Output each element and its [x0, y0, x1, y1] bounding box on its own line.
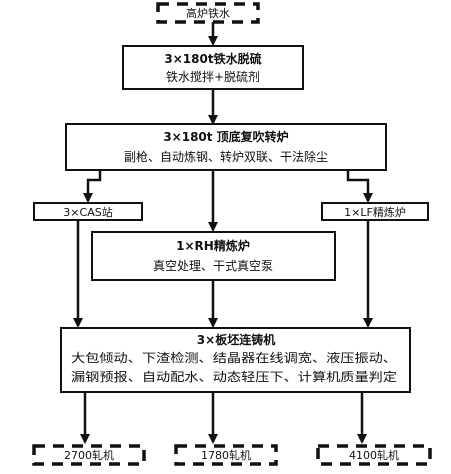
- connectors: [73, 22, 373, 444]
- mill-4100-label: 4100轧机: [349, 448, 399, 462]
- mill-1780-box: [174, 444, 278, 466]
- node-caster: 3×板坯连铸机 大包倾动、下渣检测、结晶器在线调宽、液压振动、 漏钢预报、自动配…: [60, 327, 411, 393]
- caster-title: 3×板坯连铸机: [197, 332, 275, 347]
- desulfurization-detail: 铁水搅拌+脱硫剂: [166, 69, 260, 84]
- blast-furnace-box: [156, 2, 260, 24]
- lf-box: [321, 202, 429, 221]
- node-cas: 3×CAS站: [33, 202, 143, 221]
- node-mill-4100: 4100轧机: [316, 444, 432, 466]
- caster-box: [60, 327, 411, 393]
- desulfurization-title: 3×180t铁水脱硫: [164, 51, 261, 66]
- mill-2700-box: [32, 444, 146, 466]
- lf-label: 1×LF精炼炉: [344, 205, 406, 219]
- node-blast-furnace: 高炉铁水: [156, 2, 260, 24]
- cas-box: [33, 202, 143, 221]
- rh-detail: 真空处理、干式真空泵: [153, 259, 273, 273]
- node-mill-2700: 2700轧机: [32, 444, 146, 466]
- node-converter: 3×180t 顶底复吹转炉 副枪、自动炼钢、转炉双联、干法除尘: [65, 123, 387, 171]
- converter-detail: 副枪、自动炼钢、转炉双联、干法除尘: [124, 149, 328, 164]
- mill-1780-label: 1780轧机: [201, 448, 251, 462]
- caster-detail-line2: 漏钢预报、自动配水、动态轻压下、计算机质量判定: [71, 369, 397, 384]
- rh-title: 1×RH精炼炉: [176, 238, 250, 253]
- node-lf: 1×LF精炼炉: [321, 202, 429, 221]
- node-desulfurization: 3×180t铁水脱硫 铁水搅拌+脱硫剂: [122, 45, 304, 90]
- mill-2700-label: 2700轧机: [64, 448, 114, 462]
- desulfurization-box: [122, 45, 304, 90]
- mill-4100-box: [316, 444, 432, 466]
- node-rh: 1×RH精炼炉 真空处理、干式真空泵: [91, 231, 336, 281]
- converter-box: [65, 123, 387, 171]
- arrow-converter-to-cas: [83, 170, 102, 203]
- cas-label: 3×CAS站: [63, 205, 112, 219]
- converter-title: 3×180t 顶底复吹转炉: [163, 129, 288, 144]
- blast-furnace-label: 高炉铁水: [186, 6, 230, 20]
- node-mill-1780: 1780轧机: [174, 444, 278, 466]
- rh-box: [91, 231, 336, 281]
- caster-detail-line1: 大包倾动、下渣检测、结晶器在线调宽、液压振动、: [71, 350, 397, 365]
- arrow-converter-to-lf: [346, 170, 373, 203]
